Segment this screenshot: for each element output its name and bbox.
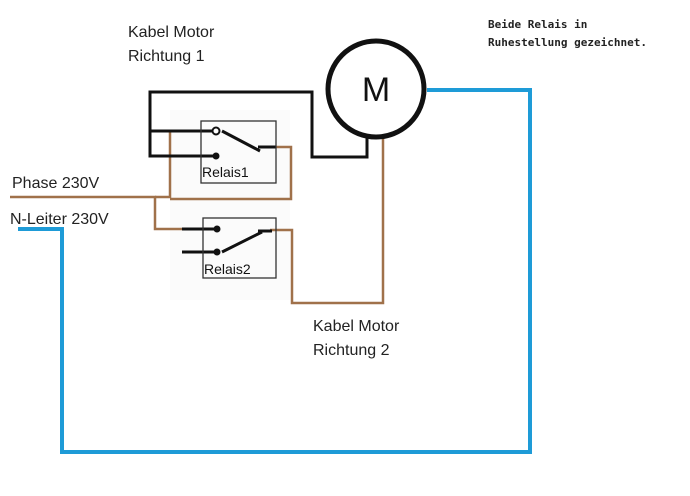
relay1-switch-arm: [221, 129, 261, 153]
relay1-label: Relais1: [202, 164, 249, 180]
motor-label: M: [362, 71, 390, 109]
neutral-label: N-Leiter 230V: [10, 211, 109, 228]
relay1-output-loop-wire: [170, 145, 293, 201]
motor-symbol: [325, 38, 427, 140]
phase-label: Phase 230V: [12, 175, 100, 192]
relay2-label: Relais2: [204, 261, 251, 277]
relay1-contact-no: [212, 152, 220, 160]
relay2-contact-no: [213, 248, 221, 256]
note-line1: Beide Relais in: [488, 18, 587, 31]
relay1-lower-contact-wire: [148, 131, 216, 158]
relay-area-background: [170, 110, 290, 300]
neutral-wire: [18, 88, 532, 454]
relay2-switch-arm: [221, 230, 263, 254]
cable-direction1-label-line1: Kabel Motor: [128, 24, 215, 41]
cable-direction2-label-line2: Richtung 2: [313, 342, 390, 359]
note-line2: Ruhestellung gezeichnet.: [488, 36, 647, 49]
cable-direction1-label-line2: Richtung 1: [128, 48, 205, 65]
cable-direction2-label-line1: Kabel Motor: [313, 318, 400, 335]
relay2-contact-nc: [213, 225, 221, 233]
motor-direction2-wire: [270, 127, 385, 305]
relay1-box: [200, 120, 277, 184]
phase-wire: [10, 195, 204, 231]
relay2-box: [202, 217, 277, 279]
relay1-contact-nc: [211, 126, 221, 136]
